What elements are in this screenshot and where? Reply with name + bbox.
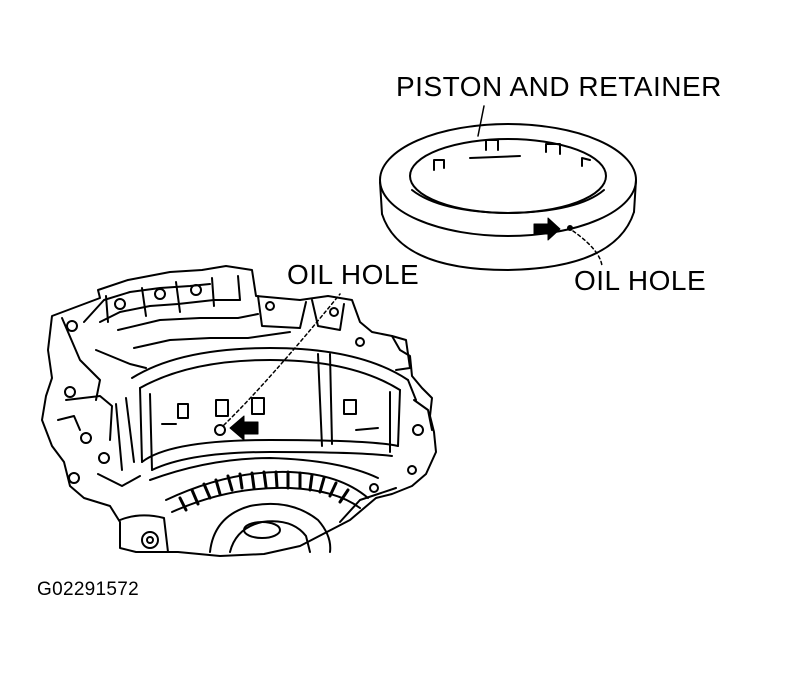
- piston-retainer-ring: [379, 105, 637, 271]
- case-oil-hole-arrow: [214, 293, 341, 441]
- figure-code: G02291572: [37, 579, 140, 600]
- ring-oil-hole-label: OIL HOLE: [574, 265, 707, 296]
- case-oil-hole-label: OIL HOLE: [287, 259, 420, 290]
- ring-oil-hole-arrow: [533, 217, 603, 267]
- transmission-case: [41, 265, 437, 557]
- piston-and-retainer-label: PISTON AND RETAINER: [396, 71, 722, 102]
